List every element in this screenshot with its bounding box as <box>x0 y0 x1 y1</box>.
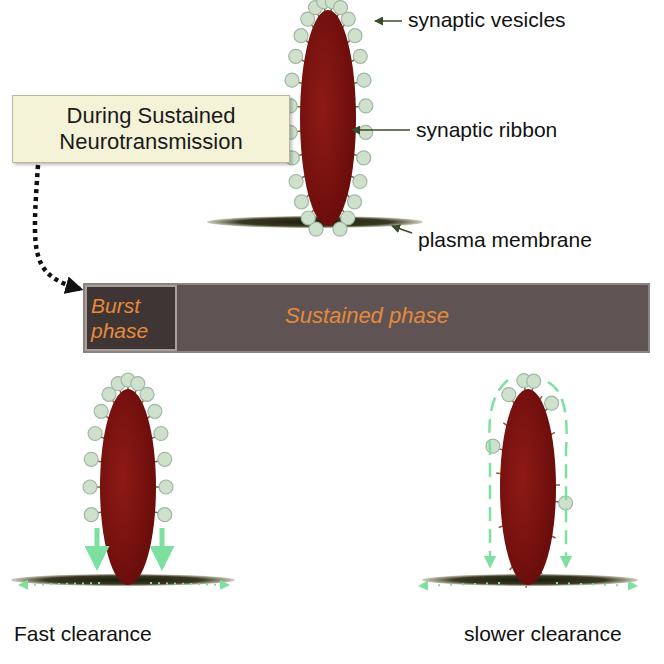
synaptic-vesicle <box>294 29 308 43</box>
synaptic-vesicle <box>84 508 98 522</box>
synaptic-vesicle <box>301 211 315 225</box>
synaptic-vesicle <box>88 427 102 441</box>
synaptic-vesicle <box>341 12 355 26</box>
synaptic-vesicle <box>295 195 309 209</box>
part-label: synaptic vesicles <box>408 8 566 32</box>
burst-phase-box: Burst phase <box>85 285 177 351</box>
synaptic-vesicle <box>353 175 367 189</box>
synaptic-vesicle <box>357 151 371 165</box>
synaptic-vesicle <box>140 387 154 401</box>
synaptic-vesicle <box>158 452 172 466</box>
synaptic-vesicle <box>348 29 362 43</box>
node-text: During Sustained Neurotransmission <box>21 103 281 156</box>
synaptic-vesicle <box>159 480 173 494</box>
synaptic-vesicle <box>545 396 559 410</box>
synaptic-vesicle <box>289 49 303 63</box>
synaptic-vesicle <box>357 73 371 87</box>
caption-label: slower clearance <box>464 622 622 646</box>
phase-bar: Sustained phase Burst phase <box>83 283 650 353</box>
synaptic-vesicle <box>486 439 500 453</box>
context-box: During Sustained Neurotransmission <box>12 95 290 163</box>
synaptic-vesicle <box>359 125 373 139</box>
synaptic-ribbon <box>100 389 156 585</box>
synaptic-vesicle <box>502 388 516 402</box>
synaptic-vesicle <box>359 99 373 113</box>
synaptic-vesicle <box>158 508 172 522</box>
leader-lines <box>352 21 412 233</box>
synaptic-ribbon <box>300 10 356 226</box>
synaptic-vesicle <box>527 374 541 388</box>
synaptic-vesicle <box>285 73 299 87</box>
synaptic-vesicle <box>154 427 168 441</box>
synaptic-vesicle <box>353 49 367 63</box>
node-text: Sustained phase <box>285 303 638 329</box>
node-text: Burst phase <box>91 293 171 343</box>
part-label: plasma membrane <box>418 228 592 252</box>
dotted-connector <box>35 165 80 289</box>
caption-label: Fast clearance <box>14 622 152 646</box>
synaptic-vesicle <box>84 452 98 466</box>
clearance-arrows <box>20 380 636 586</box>
synaptic-vesicle <box>83 480 97 494</box>
synaptic-ribbon <box>500 389 556 585</box>
synaptic-vesicle <box>289 175 303 189</box>
synaptic-vesicle <box>333 222 347 236</box>
synaptic-vesicle <box>348 195 362 209</box>
part-label: synaptic ribbon <box>416 118 557 142</box>
synaptic-vesicle <box>148 404 162 418</box>
synaptic-vesicle <box>94 404 108 418</box>
